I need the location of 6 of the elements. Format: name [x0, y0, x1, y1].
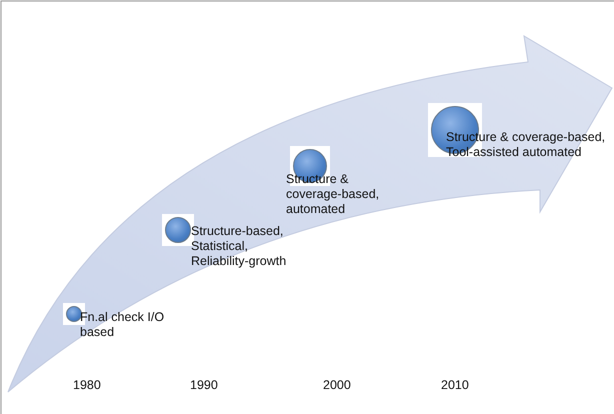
year-label: 1990: [190, 378, 218, 392]
milestone-label: Structure-based, Statistical, Reliability-growth: [191, 224, 288, 269]
milestone-label: Fn.al check I/O based: [80, 310, 166, 340]
year-label: 2010: [441, 378, 469, 392]
year-label: 2000: [323, 378, 351, 392]
year-label: 1980: [73, 378, 101, 392]
